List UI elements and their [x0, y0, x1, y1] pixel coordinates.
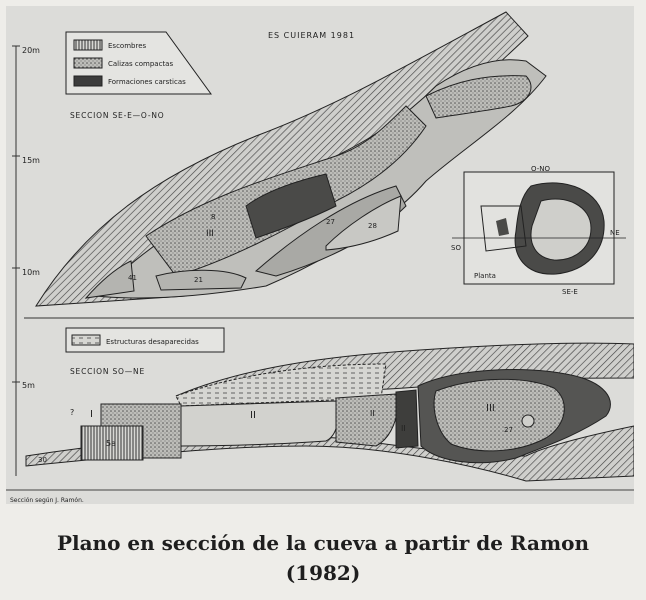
- lower-zone-i: I: [90, 409, 93, 420]
- legend-label-calizas: Calizas compactas: [108, 60, 173, 68]
- figure-caption: Plano en sección de la cueva a partir de…: [0, 528, 646, 588]
- plan-inset: O-NO SO NE SE-E Planta: [451, 165, 626, 296]
- legend-swatch-escombres: [73, 39, 103, 51]
- figure-credit: Sección según J. Ramón.: [10, 497, 84, 504]
- legend-swatch-formaciones: [73, 75, 103, 87]
- lower-zone-q: ?: [70, 408, 74, 417]
- legend-bottom: Estructuras desaparecidas: [65, 327, 225, 353]
- scale-10m: 10m: [22, 268, 40, 277]
- vertical-scale: 20m 15m 10m 5m: [12, 45, 40, 476]
- lower-zone-30: 30: [38, 456, 47, 464]
- upper-zone-27: 27: [326, 218, 335, 226]
- lower-zone-27: 27: [504, 426, 513, 434]
- plan-dir-top: O-NO: [531, 165, 550, 173]
- lower-zone-5a: 5a: [106, 439, 116, 448]
- lower-zone-iii: III: [486, 403, 495, 414]
- legend-label-formaciones: Formaciones carsticas: [108, 78, 186, 86]
- lower-zone-ii: II: [250, 410, 256, 421]
- legend-top: Escombres Calizas compactas Formaciones …: [65, 31, 212, 95]
- lower-section-title: SECCION SO—NE: [70, 367, 145, 376]
- scale-20m: 20m: [22, 46, 40, 55]
- plan-dir-left: SO: [451, 244, 461, 252]
- upper-section-title: SECCION SE-E—O-NO: [70, 111, 164, 120]
- scale-5m: 5m: [22, 381, 35, 390]
- lower-section: ? I 5a 30 II III 27 II II: [25, 342, 634, 482]
- upper-zone-8: 8: [211, 213, 215, 221]
- legend-swatch-estructuras: [71, 334, 101, 346]
- legend-label-escombres: Escombres: [108, 42, 146, 50]
- legend-label-estructuras: Estructuras desaparecidas: [106, 338, 199, 346]
- upper-section: III 8 21 27 28 41: [35, 11, 547, 307]
- cave-section-plate: 20m 15m 10m 5m ES CUIERAM 1981 Escombres…: [6, 6, 634, 504]
- cave-section-drawing: 20m 15m 10m 5m ES CUIERAM 1981 Escombres…: [6, 11, 634, 504]
- legend-swatch-calizas: [73, 57, 103, 69]
- caption-line-2: (1982): [285, 561, 361, 585]
- plan-dir-right: NE: [610, 229, 620, 237]
- lower-zone-ii-b: II: [370, 409, 375, 418]
- caption-line-1: Plano en sección de la cueva a partir de…: [56, 531, 590, 555]
- upper-zone-21: 21: [194, 276, 203, 284]
- upper-zone-28: 28: [368, 222, 377, 230]
- plan-dir-bottom: SE-E: [562, 288, 578, 296]
- upper-zone-3: III: [206, 229, 214, 239]
- scale-15m: 15m: [22, 156, 40, 165]
- figure-title: ES CUIERAM 1981: [268, 31, 355, 40]
- lower-zone-ii-c: II: [401, 424, 406, 433]
- upper-zone-41: 41: [128, 274, 137, 282]
- plan-label: Planta: [474, 272, 496, 280]
